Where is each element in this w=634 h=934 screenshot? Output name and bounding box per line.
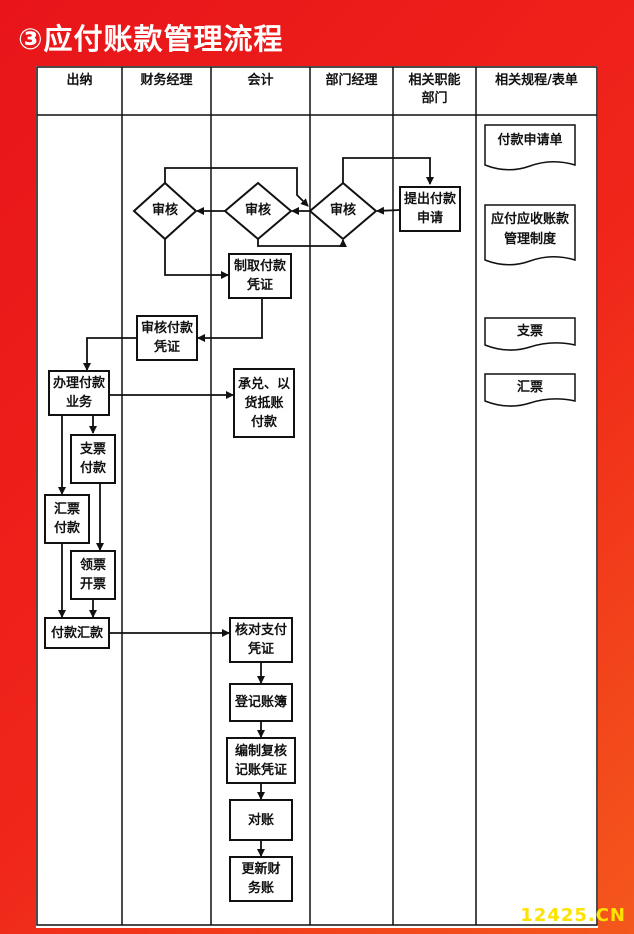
column-header-functional-dept: 相关职能 部门 xyxy=(408,73,461,106)
doc-ap-ar-policy xyxy=(484,204,576,266)
step-draft-payment: 汇票 付款 xyxy=(44,494,90,544)
decision-dept-manager-label: 审核 xyxy=(329,203,356,218)
step-review-voucher: 审核付款 凭证 xyxy=(136,315,198,361)
column-header-finance-manager: 财务经理 xyxy=(140,73,193,88)
step-update-ledger: 更新财 务账 xyxy=(229,856,293,902)
site-watermark: 12425.CN xyxy=(520,905,626,926)
column-header-cashier: 出纳 xyxy=(66,73,93,88)
page-title: ③应付账款管理流程 xyxy=(18,22,284,56)
step-cheque-payment: 支票 付款 xyxy=(70,434,116,484)
column-header-dept-manager: 部门经理 xyxy=(325,73,378,88)
decision-accountant-label: 审核 xyxy=(244,203,271,218)
step-reconcile: 对账 xyxy=(229,799,293,841)
step-receive-ticket: 领票 开票 xyxy=(70,550,116,600)
doc-label-payment-request-form: 付款申请单 xyxy=(497,133,563,148)
step-handle-payment: 办理付款 业务 xyxy=(48,370,110,416)
step-prepare-voucher: 制取付款 凭证 xyxy=(228,253,292,299)
doc-label-cheque: 支票 xyxy=(516,324,543,339)
step-acceptance: 承兑、以 货抵账 付款 xyxy=(233,368,295,438)
doc-cheque xyxy=(484,317,576,351)
doc-label-ap-ar-policy: 应付应收账款 管理制度 xyxy=(490,212,569,247)
step-compile-review: 编制复核 记账凭证 xyxy=(226,737,296,784)
doc-label-draft: 汇票 xyxy=(516,380,543,395)
step-register-ledger: 登记账簿 xyxy=(229,683,293,722)
step-pay-remit: 付款汇款 xyxy=(44,617,110,649)
doc-draft xyxy=(484,373,576,407)
decision-finance-manager-label: 审核 xyxy=(151,203,178,218)
column-header-procedures-forms: 相关规程/表单 xyxy=(495,73,578,88)
column-header-accountant: 会计 xyxy=(247,73,274,88)
step-submit-request: 提出付款 申请 xyxy=(399,186,461,232)
step-verify-voucher: 核对支付 凭证 xyxy=(229,617,293,663)
doc-payment-request-form xyxy=(484,124,576,171)
